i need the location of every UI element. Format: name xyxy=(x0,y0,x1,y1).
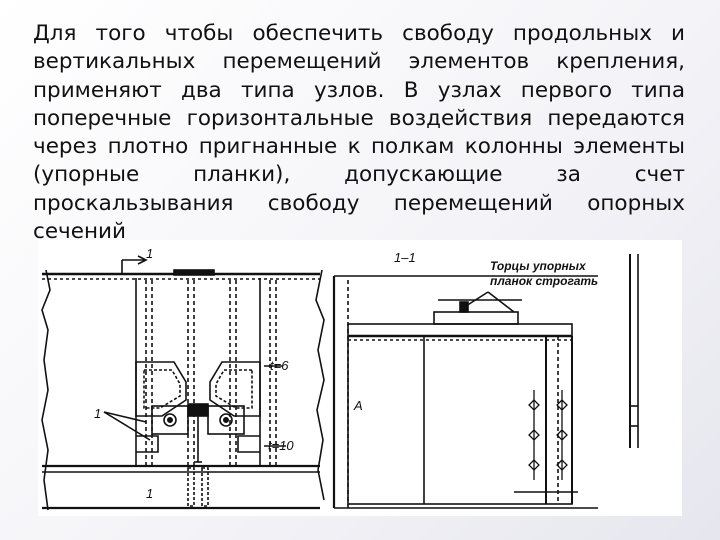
callout-number: 1 xyxy=(94,406,101,421)
text-line: вертикальных перемещений элементов крепл… xyxy=(33,49,685,75)
text-line: применяют два типа узлов. В узлах первог… xyxy=(33,77,685,103)
text-line: сечений xyxy=(33,219,126,245)
slide-paragraph: Для того чтобы обеспечить свободу продол… xyxy=(33,20,685,246)
thickness-label-a: t=6 xyxy=(270,358,289,373)
text-line: поперечные горизонтальные воздействия пе… xyxy=(33,105,685,131)
text-line: Для того чтобы обеспечить свободу продол… xyxy=(33,21,685,46)
text-line: проскальзывания свободу перемещений опор… xyxy=(33,190,685,216)
zone-label: A xyxy=(353,398,363,413)
note-line-2: планок строгать xyxy=(490,274,598,288)
section-mark-bottom: 1 xyxy=(146,486,153,501)
section-mark-top: 1 xyxy=(146,246,153,261)
thickness-label-b: t=10 xyxy=(268,438,294,453)
structural-drawing: 1 1 t=6 t=10 1 1–1 Торцы упорных планок … xyxy=(38,240,682,516)
text-line: через плотно пригнанные к полкам колонны… xyxy=(33,134,685,160)
drawing-svg: 1 1 t=6 t=10 1 1–1 Торцы упорных планок … xyxy=(41,246,639,511)
section-title: 1–1 xyxy=(394,250,416,265)
text-line: (упорные планки), допускающие за счет xyxy=(33,162,685,188)
note-line-1: Торцы упорных xyxy=(490,259,587,273)
